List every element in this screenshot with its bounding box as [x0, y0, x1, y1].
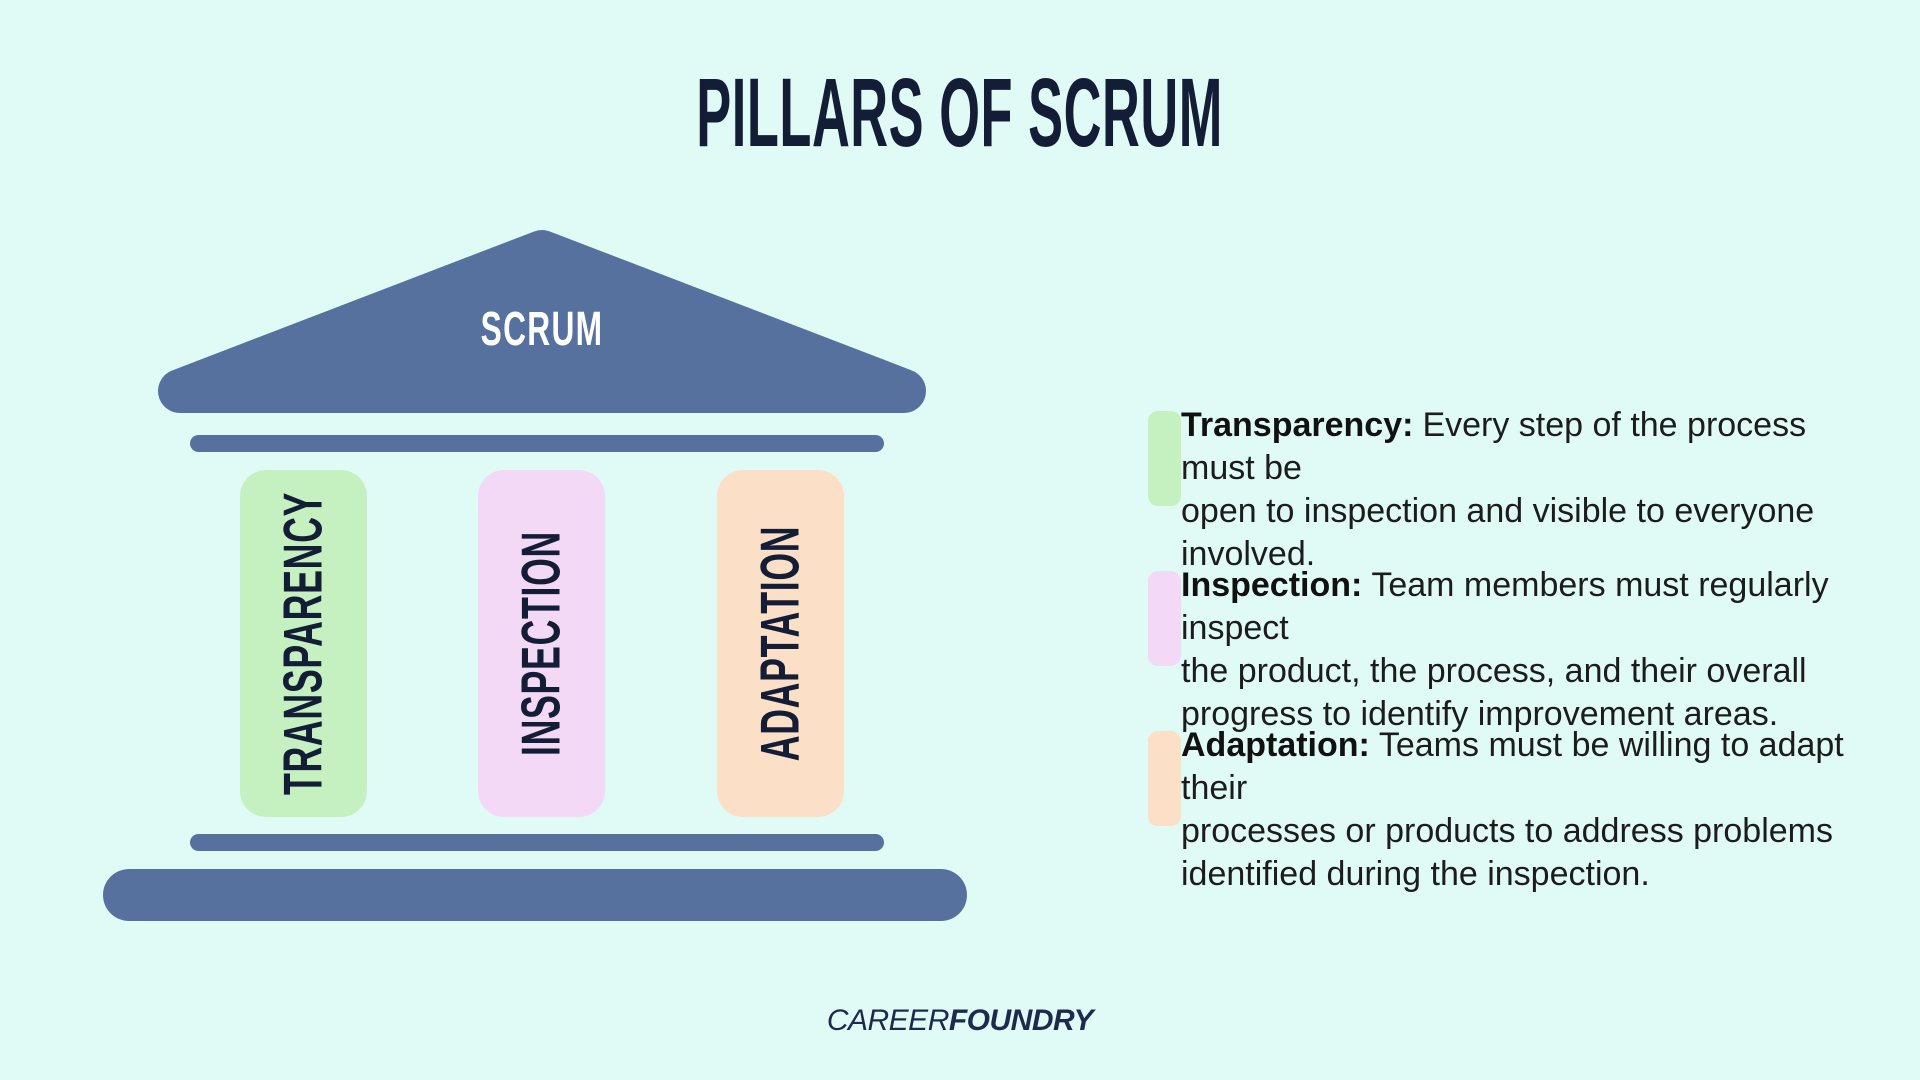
transparency-term: Transparency: — [1181, 406, 1414, 444]
legend-item-transparency: Transparency:Every step of the process m… — [1148, 404, 1861, 576]
logo-foundry-text: FOUNDRY — [948, 1004, 1094, 1037]
roof-label-text: SCRUM — [480, 303, 604, 356]
pillar-inspection-label: INSPECTION — [510, 530, 572, 757]
page-title-text: PILLARS OF SCRUM — [696, 58, 1224, 167]
adaptation-term: Adaptation: — [1181, 726, 1370, 764]
inspection-color-swatch — [1148, 571, 1181, 666]
adaptation-color-swatch — [1148, 731, 1181, 826]
pillar-adaptation: ADAPTATION — [717, 470, 844, 817]
inspection-term: Inspection: — [1181, 566, 1363, 604]
legend-item-adaptation: Adaptation:Teams must be willing to adap… — [1148, 724, 1861, 896]
transparency-body: Every step of the process must be open t… — [1181, 406, 1815, 573]
stylobate-beam — [190, 834, 884, 851]
adaptation-body: Teams must be willing to adapt their pro… — [1181, 726, 1844, 893]
roof-label: SCRUM — [342, 306, 742, 354]
careerfoundry-logo: CAREERFOUNDRY — [0, 1004, 1920, 1038]
adaptation-description: Adaptation:Teams must be willing to adap… — [1181, 724, 1861, 896]
pillar-inspection: INSPECTION — [478, 470, 605, 817]
inspection-description: Inspection:Team members must regularly i… — [1181, 564, 1861, 736]
inspection-body: Team members must regularly inspect the … — [1181, 566, 1829, 733]
pillar-adaptation-label: ADAPTATION — [749, 525, 811, 762]
architrave-beam — [190, 435, 884, 452]
logo-career-text: CAREER — [826, 1004, 950, 1037]
temple-base-slab — [103, 869, 967, 921]
legend-item-inspection: Inspection:Team members must regularly i… — [1148, 564, 1861, 736]
transparency-description: Transparency:Every step of the process m… — [1181, 404, 1861, 576]
transparency-color-swatch — [1148, 411, 1181, 506]
pillar-transparency-label: TRANSPARENCY — [272, 491, 335, 796]
pillar-transparency: TRANSPARENCY — [240, 470, 367, 817]
page-title: PILLARS OF SCRUM — [0, 64, 1920, 161]
